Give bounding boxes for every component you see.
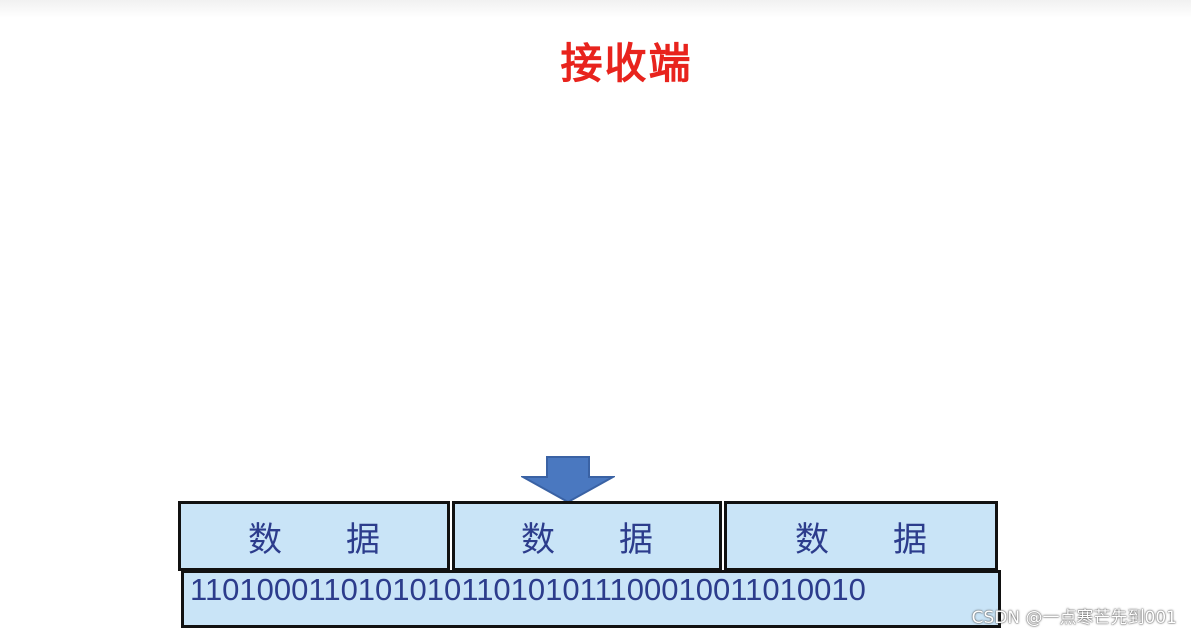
frame-1-char-right: 据 [346,519,380,560]
diagram-title: 接收端 [560,39,693,88]
frame-1-char-left: 数 [248,519,282,560]
frame-3-char-left: 数 [795,519,829,560]
data-frame-row: 数 据 数 据 数 据 [178,501,998,571]
data-frame-1: 数 据 [178,501,450,571]
frame-2-char-right: 据 [619,519,653,560]
data-frame-3: 数 据 [724,501,998,571]
frame-2-char-left: 数 [521,519,555,560]
down-arrow-icon [521,456,615,503]
top-strip [0,0,1191,18]
watermark: CSDN @一点寒芒先到001 [971,608,1177,628]
bitstream-bar: 1101000110101010110101011100010011010010 [181,570,1001,628]
data-frame-2: 数 据 [452,501,722,571]
frame-3-char-right: 据 [893,519,927,560]
